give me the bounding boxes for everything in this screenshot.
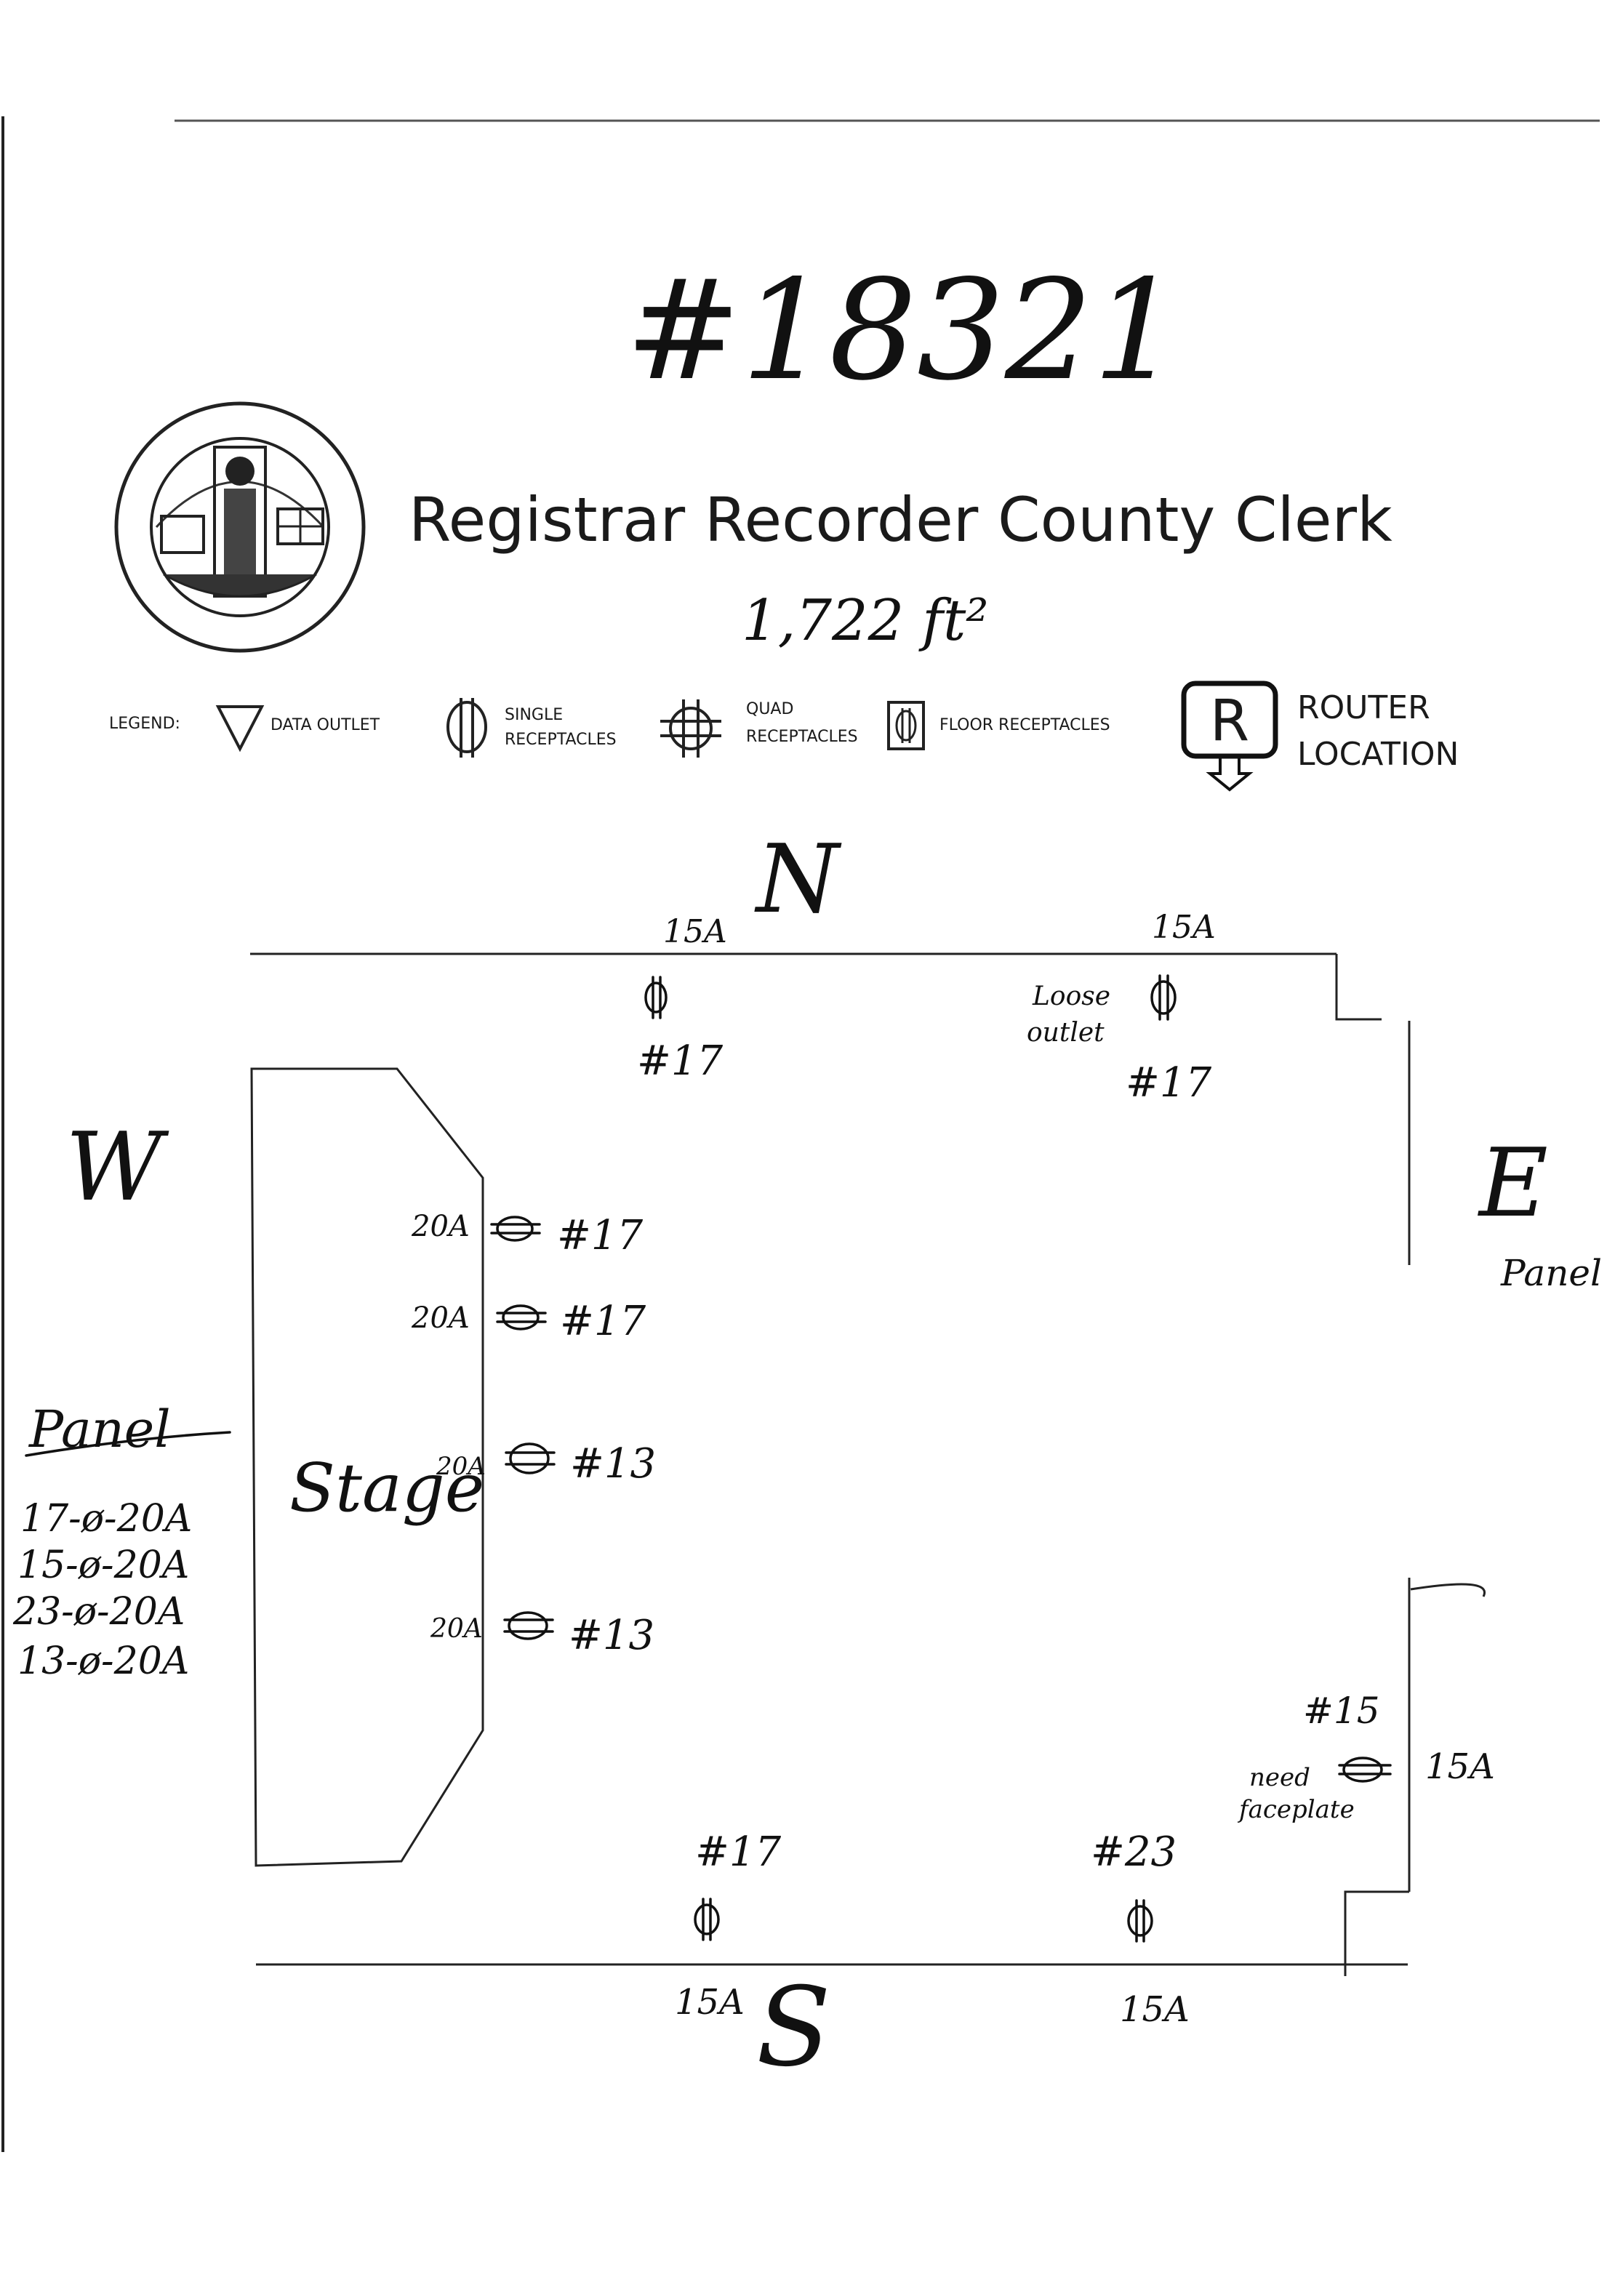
router-glyph: R	[1210, 689, 1249, 754]
single-receptacle-icon	[1150, 974, 1177, 1021]
legend-single-text-1: SINGLE	[505, 706, 563, 724]
stage-outlet-2: 20A #17	[411, 1298, 646, 1345]
room-walls	[250, 952, 1486, 1976]
south-outlet-1: #17 15A	[675, 1829, 782, 2023]
stage-outlet-3: 20A #13	[436, 1440, 656, 1488]
east-outlet-note-2: faceplate	[1237, 1795, 1355, 1824]
panel-notes-title: Panel	[28, 1400, 171, 1459]
stage-label: Stage	[289, 1449, 484, 1527]
north-outlet-2-circuit: #17	[1126, 1059, 1212, 1107]
north-outlet-2-note-1: Loose	[1032, 982, 1110, 1011]
page-title: Registrar Recorder County Clerk	[409, 484, 1392, 555]
north-outlet-2-amps: 15A	[1152, 909, 1216, 946]
south-outlet-2: #23 15A	[1091, 1829, 1190, 2030]
stage-outlet-1-circuit: #17	[557, 1212, 644, 1259]
east-outlet-circuit: #15	[1303, 1690, 1380, 1732]
panel-notes-line-3: 23-ø-20A	[12, 1590, 185, 1634]
floor-receptacle-icon	[887, 701, 925, 750]
east-outlet: #15 need faceplate 15A	[1237, 1690, 1495, 1824]
quad-receptacle-icon	[660, 699, 721, 758]
stage: Stage	[250, 1067, 484, 1867]
stage-outlet-3-circuit: #13	[570, 1440, 656, 1488]
router-icon: R	[1181, 681, 1278, 792]
south-outlet-2-circuit: #23	[1091, 1829, 1177, 1876]
single-receptacle-icon	[694, 1898, 720, 1941]
job-number: #18321	[625, 250, 1181, 411]
compass-east: E	[1478, 1128, 1548, 1238]
compass-west: W	[65, 1112, 169, 1222]
quad-receptacle-icon	[1338, 1757, 1392, 1783]
east-panel-label: Panel	[1500, 1252, 1602, 1294]
north-outlet-2: 15A Loose outlet #17	[1027, 909, 1216, 1107]
stage-outlet-1: 20A #17	[411, 1210, 644, 1259]
quad-receptacle-icon	[505, 1442, 556, 1474]
panel-notes-line-1: 17-ø-20A	[20, 1497, 192, 1541]
north-outlet-1: 15A #17	[637, 913, 727, 1085]
north-outlet-2-note-2: outlet	[1027, 1018, 1105, 1048]
panel-notes-line-4: 13-ø-20A	[17, 1639, 189, 1683]
panel-notes-line-2: 15-ø-20A	[17, 1544, 189, 1587]
stage-outlet-2-amps: 20A	[411, 1301, 470, 1335]
single-receptacle-icon	[644, 976, 668, 1019]
county-seal-logo	[114, 401, 366, 653]
south-outlet-1-amps: 15A	[675, 1982, 745, 2023]
stage-outlet-2-circuit: #17	[560, 1298, 646, 1345]
legend-quad-text-2: RECEPTACLES	[746, 728, 858, 746]
area-note: 1,722 ft²	[742, 588, 989, 654]
south-outlet-2-amps: 15A	[1120, 1989, 1190, 2030]
legend-label: LEGEND:	[109, 715, 180, 733]
stage-outlet-4-amps: 20A	[430, 1614, 483, 1644]
legend-single-text-2: RECEPTACLES	[505, 731, 617, 749]
stage-outlet-3-amps: 20A	[436, 1452, 486, 1481]
legend: LEGEND: DATA OUTLET SINGLE RECEPTACLES Q…	[109, 681, 1459, 792]
legend-router-text-1: ROUTER	[1297, 689, 1430, 726]
east-outlet-note-1: need	[1249, 1763, 1310, 1792]
legend-quad-text-1: QUAD	[746, 700, 793, 718]
stage-outlet-1-amps: 20A	[411, 1210, 470, 1243]
east-outlet-amps: 15A	[1425, 1746, 1495, 1787]
quad-receptacle-icon	[496, 1304, 547, 1330]
single-receptacle-icon	[1127, 1899, 1153, 1943]
data-outlet-triangle-icon	[215, 705, 265, 752]
legend-data-outlet-text: DATA OUTLET	[270, 716, 380, 734]
stage-outlet-4-circuit: #13	[569, 1612, 654, 1659]
quad-receptacle-icon	[490, 1216, 541, 1242]
north-outlet-1-circuit: #17	[637, 1037, 724, 1085]
legend-floor-text: FLOOR RECEPTACLES	[939, 716, 1110, 734]
north-outlet-1-amps: 15A	[663, 913, 727, 950]
stage-outlet-4: 20A #13	[430, 1611, 654, 1659]
compass-north: N	[754, 824, 842, 934]
compass-south: S	[756, 1964, 831, 2091]
south-outlet-1-circuit: #17	[695, 1829, 782, 1876]
quad-receptacle-icon	[503, 1611, 554, 1640]
legend-router-text-2: LOCATION	[1297, 736, 1459, 773]
panel-notes: Panel 17-ø-20A 15-ø-20A 23-ø-20A 13-ø-20…	[12, 1400, 231, 1683]
single-receptacle-icon	[446, 698, 487, 758]
